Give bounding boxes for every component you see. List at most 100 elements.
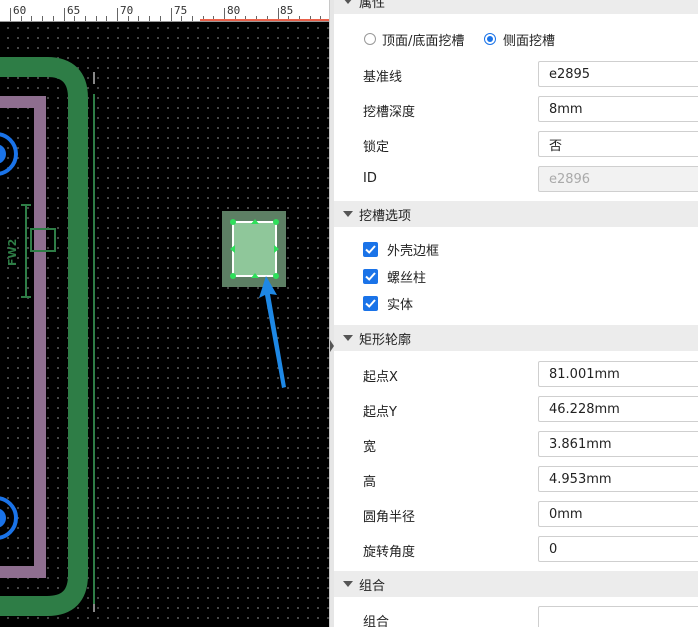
ruler-tick (266, 16, 268, 21)
baseline-field[interactable] (538, 61, 698, 87)
edge-handle (251, 219, 259, 224)
ruler-tick (202, 16, 204, 21)
board-outline (0, 96, 46, 578)
ruler-tick (191, 16, 193, 21)
group-label: 组合 (363, 615, 390, 627)
group-field[interactable] (538, 606, 698, 627)
edge-handle (251, 273, 259, 278)
ruler-tick (106, 16, 108, 21)
ruler-tick (181, 16, 183, 21)
properties-panel: 属性 顶面/底面挖槽 侧面挖槽 基准线 挖槽深度 锁定 ID 挖槽选项 外壳边框… (334, 0, 698, 627)
ruler-label: 80 (227, 4, 241, 17)
pcb-canvas[interactable]: 60 65 70 75 80 85 FW2 (0, 0, 329, 627)
checkbox-label[interactable]: 实体 (387, 298, 414, 313)
ruler-tick (320, 16, 322, 21)
checkbox-shell-frame[interactable] (363, 242, 378, 257)
edge-handle (230, 245, 235, 253)
edge-handle (274, 245, 279, 253)
radio-top-bottom[interactable] (364, 33, 376, 45)
silk-box (30, 228, 56, 252)
ruler-tick (84, 16, 86, 21)
selected-slot[interactable] (222, 211, 286, 287)
annotation-arrow-icon (259, 276, 286, 388)
ruler-tick (149, 16, 151, 21)
start-y-label: 起点Y (363, 405, 397, 420)
ruler-label: 85 (280, 4, 294, 17)
ruler-label: 70 (120, 4, 134, 17)
lock-label: 锁定 (363, 140, 390, 155)
checkbox-solid[interactable] (363, 296, 378, 311)
height-field[interactable] (538, 466, 698, 492)
ruler-tick (63, 8, 65, 21)
ruler-tick (234, 16, 236, 21)
ruler-tick (74, 16, 76, 21)
section-rect-outline[interactable]: 矩形轮廓 (334, 325, 698, 351)
depth-label: 挖槽深度 (363, 105, 416, 120)
checkbox-screw-post[interactable] (363, 269, 378, 284)
baseline-label: 基准线 (363, 70, 403, 85)
ruler-tick (42, 16, 44, 21)
horizontal-ruler: 60 65 70 75 80 85 (0, 0, 329, 22)
width-label: 宽 (363, 440, 377, 455)
section-title: 组合 (359, 579, 386, 594)
ruler-tick (288, 16, 290, 21)
collapse-arrow-icon[interactable] (330, 340, 334, 352)
ruler-tick (170, 8, 172, 21)
copper-frame (0, 57, 88, 616)
ruler-tick (277, 8, 279, 21)
caret-down-icon (343, 581, 353, 587)
ruler-tick (10, 8, 11, 21)
caret-down-icon (343, 335, 353, 341)
height-label: 高 (363, 475, 377, 490)
corner-handle (273, 219, 279, 225)
ruler-tick (95, 16, 97, 21)
pad-bottom (0, 496, 18, 540)
ruler-tick (20, 16, 22, 21)
start-y-field[interactable] (538, 396, 698, 422)
lock-select[interactable] (538, 131, 698, 157)
radio-side-label[interactable]: 侧面挖槽 (503, 34, 556, 49)
section-slot-options[interactable]: 挖槽选项 (334, 201, 698, 227)
radio-side[interactable] (484, 33, 496, 45)
caret-down-icon (343, 211, 353, 217)
start-x-field[interactable] (538, 361, 698, 387)
radio-top-bottom-label[interactable]: 顶面/底面挖槽 (382, 34, 465, 49)
ruler-tick (52, 16, 54, 21)
width-field[interactable] (538, 431, 698, 457)
section-group[interactable]: 组合 (334, 571, 698, 597)
pad-top-center (0, 144, 6, 164)
corner-handle (230, 273, 236, 279)
ruler-tick (224, 8, 225, 21)
panel-splitter[interactable] (329, 0, 335, 627)
silk-label: FW2 (6, 239, 19, 266)
corner-radius-label: 圆角半径 (363, 510, 416, 525)
ruler-label: 60 (13, 4, 27, 17)
rotation-label: 旋转角度 (363, 545, 416, 560)
corner-handle (230, 219, 236, 225)
section-title: 属性 (359, 0, 386, 11)
ruler-tick (159, 16, 161, 21)
ruler-tick (138, 16, 140, 21)
pcb-drawing: FW2 (0, 57, 95, 616)
caret-down-icon (343, 0, 353, 4)
corner-radius-field[interactable] (538, 501, 698, 527)
ruler-tick (213, 16, 215, 21)
pad-bottom-center (0, 508, 6, 528)
corner-handle (273, 273, 279, 279)
checkbox-label[interactable]: 外壳边框 (387, 244, 440, 259)
section-title: 挖槽选项 (359, 209, 412, 224)
ruler-tick (117, 8, 118, 21)
ruler-tick (298, 16, 300, 21)
ruler-tick (127, 16, 129, 21)
rotation-field[interactable] (538, 536, 698, 562)
ruler-tick (31, 16, 33, 21)
ruler-selection-range (200, 19, 329, 21)
pad-top (0, 132, 18, 176)
depth-field[interactable] (538, 96, 698, 122)
ruler-label: 75 (174, 4, 188, 17)
section-properties[interactable]: 属性 (334, 0, 698, 14)
ruler-tick (256, 16, 258, 21)
ruler-tick (309, 16, 311, 21)
id-field (538, 166, 698, 192)
checkbox-label[interactable]: 螺丝柱 (387, 271, 427, 286)
